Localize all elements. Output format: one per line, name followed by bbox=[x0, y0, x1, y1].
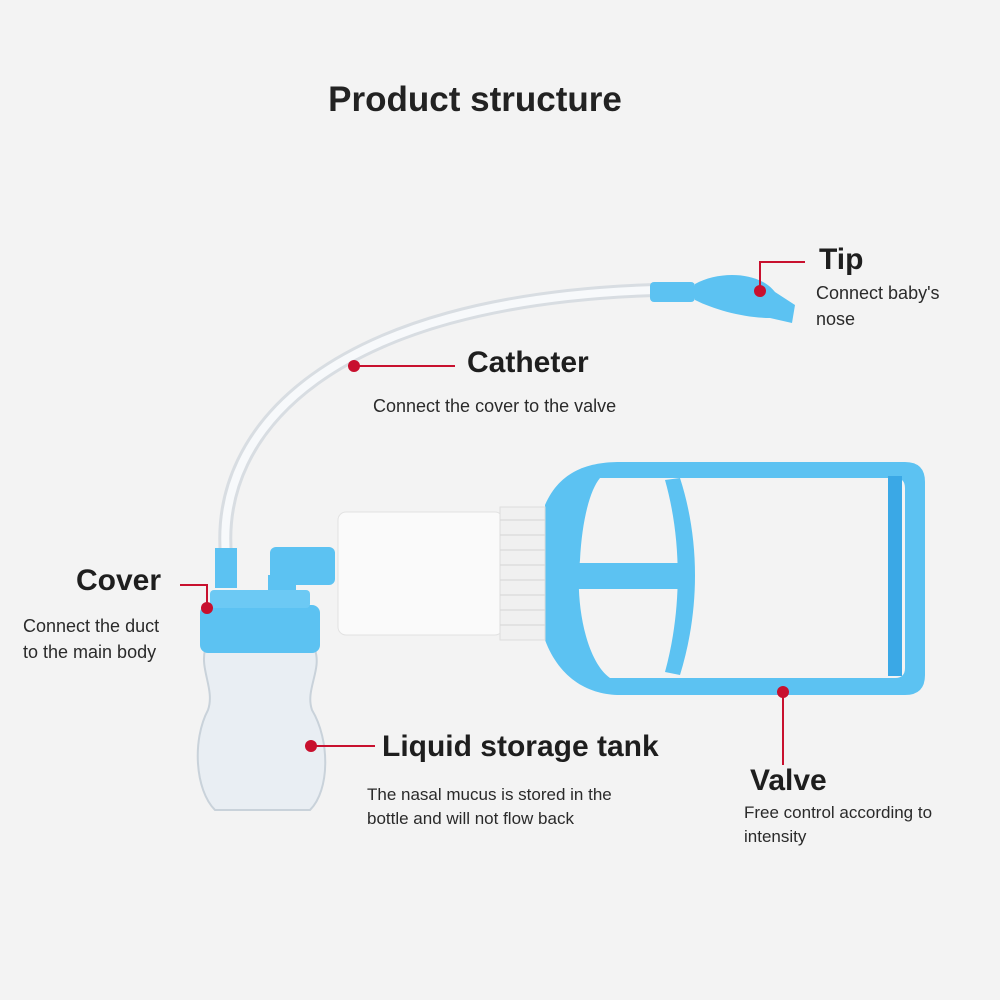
catheter-label: Catheter bbox=[467, 346, 589, 379]
tank-label: Liquid storage tank bbox=[382, 730, 659, 763]
catheter-description: Connect the cover to the valve bbox=[373, 396, 617, 416]
valve-handle bbox=[545, 462, 925, 695]
tip-description: Connect baby's nose bbox=[816, 280, 940, 332]
page-title: Product structure bbox=[328, 80, 622, 119]
tank-marker bbox=[305, 740, 317, 752]
catheter-marker bbox=[348, 360, 360, 372]
cover-desc-line: to the main body bbox=[23, 642, 157, 662]
tank-desc-line: bottle and will not flow back bbox=[367, 809, 574, 828]
tip-nozzle bbox=[650, 274, 795, 323]
valve-description: Free control according to intensity bbox=[744, 801, 932, 849]
cover-desc-line: Connect the duct bbox=[23, 616, 160, 636]
cover-description: Connect the duct to the main body bbox=[23, 613, 159, 665]
cover-marker bbox=[201, 602, 213, 614]
cover-label: Cover bbox=[76, 564, 162, 597]
valve-label: Valve bbox=[750, 764, 827, 797]
main-body bbox=[337, 511, 504, 636]
cover-cap bbox=[200, 605, 320, 653]
tank-desc-line: The nasal mucus is stored in the bbox=[367, 785, 612, 804]
tip-label: Tip bbox=[819, 243, 864, 276]
valve-desc-line: Free control according to bbox=[744, 803, 933, 822]
tip-desc-line: Connect baby's bbox=[816, 283, 940, 303]
tip-marker bbox=[754, 285, 766, 297]
tank-description: The nasal mucus is stored in the bottle … bbox=[367, 783, 612, 831]
storage-bottle bbox=[196, 649, 327, 811]
tip-desc-line: nose bbox=[816, 309, 856, 329]
valve-marker bbox=[777, 686, 789, 698]
valve-desc-line: intensity bbox=[744, 827, 807, 846]
